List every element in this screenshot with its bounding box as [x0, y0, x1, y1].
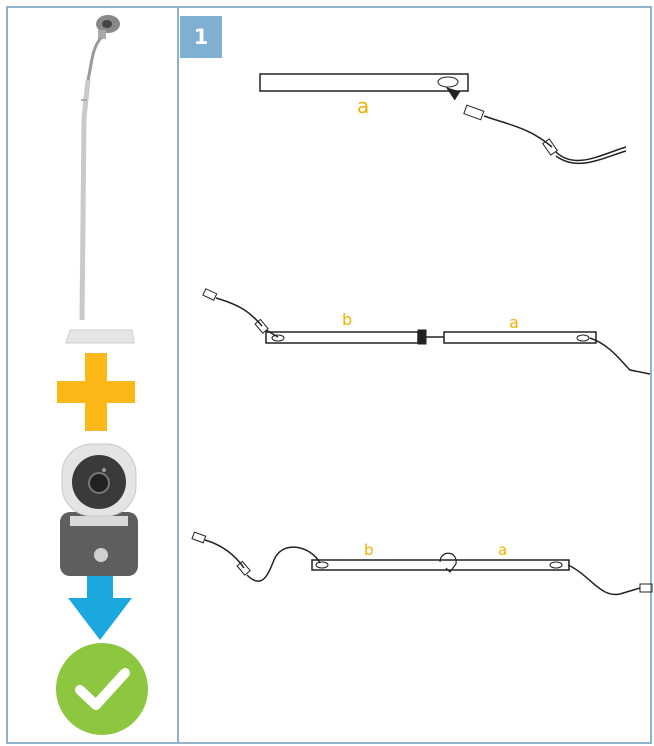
plus-icon: [57, 353, 135, 431]
floor-stand-icon: [65, 15, 135, 344]
panel-3-cable-routed: [191, 531, 653, 596]
panel-2-two-bars-joined: [202, 288, 651, 375]
part-label-b: b: [342, 310, 353, 329]
panel-1-bar-with-cable: [259, 73, 627, 165]
step-number-badge: 1: [180, 16, 222, 58]
part-label-a: a: [498, 541, 508, 559]
arrow-down-icon: [68, 576, 132, 640]
part-label-a: a: [357, 94, 370, 118]
part-label-a: a: [509, 313, 519, 332]
camera-icon: [60, 443, 138, 576]
column-divider: [177, 6, 179, 744]
instruction-frame: [6, 6, 652, 744]
checkmark-icon: [56, 643, 148, 735]
part-label-b: b: [364, 541, 374, 559]
